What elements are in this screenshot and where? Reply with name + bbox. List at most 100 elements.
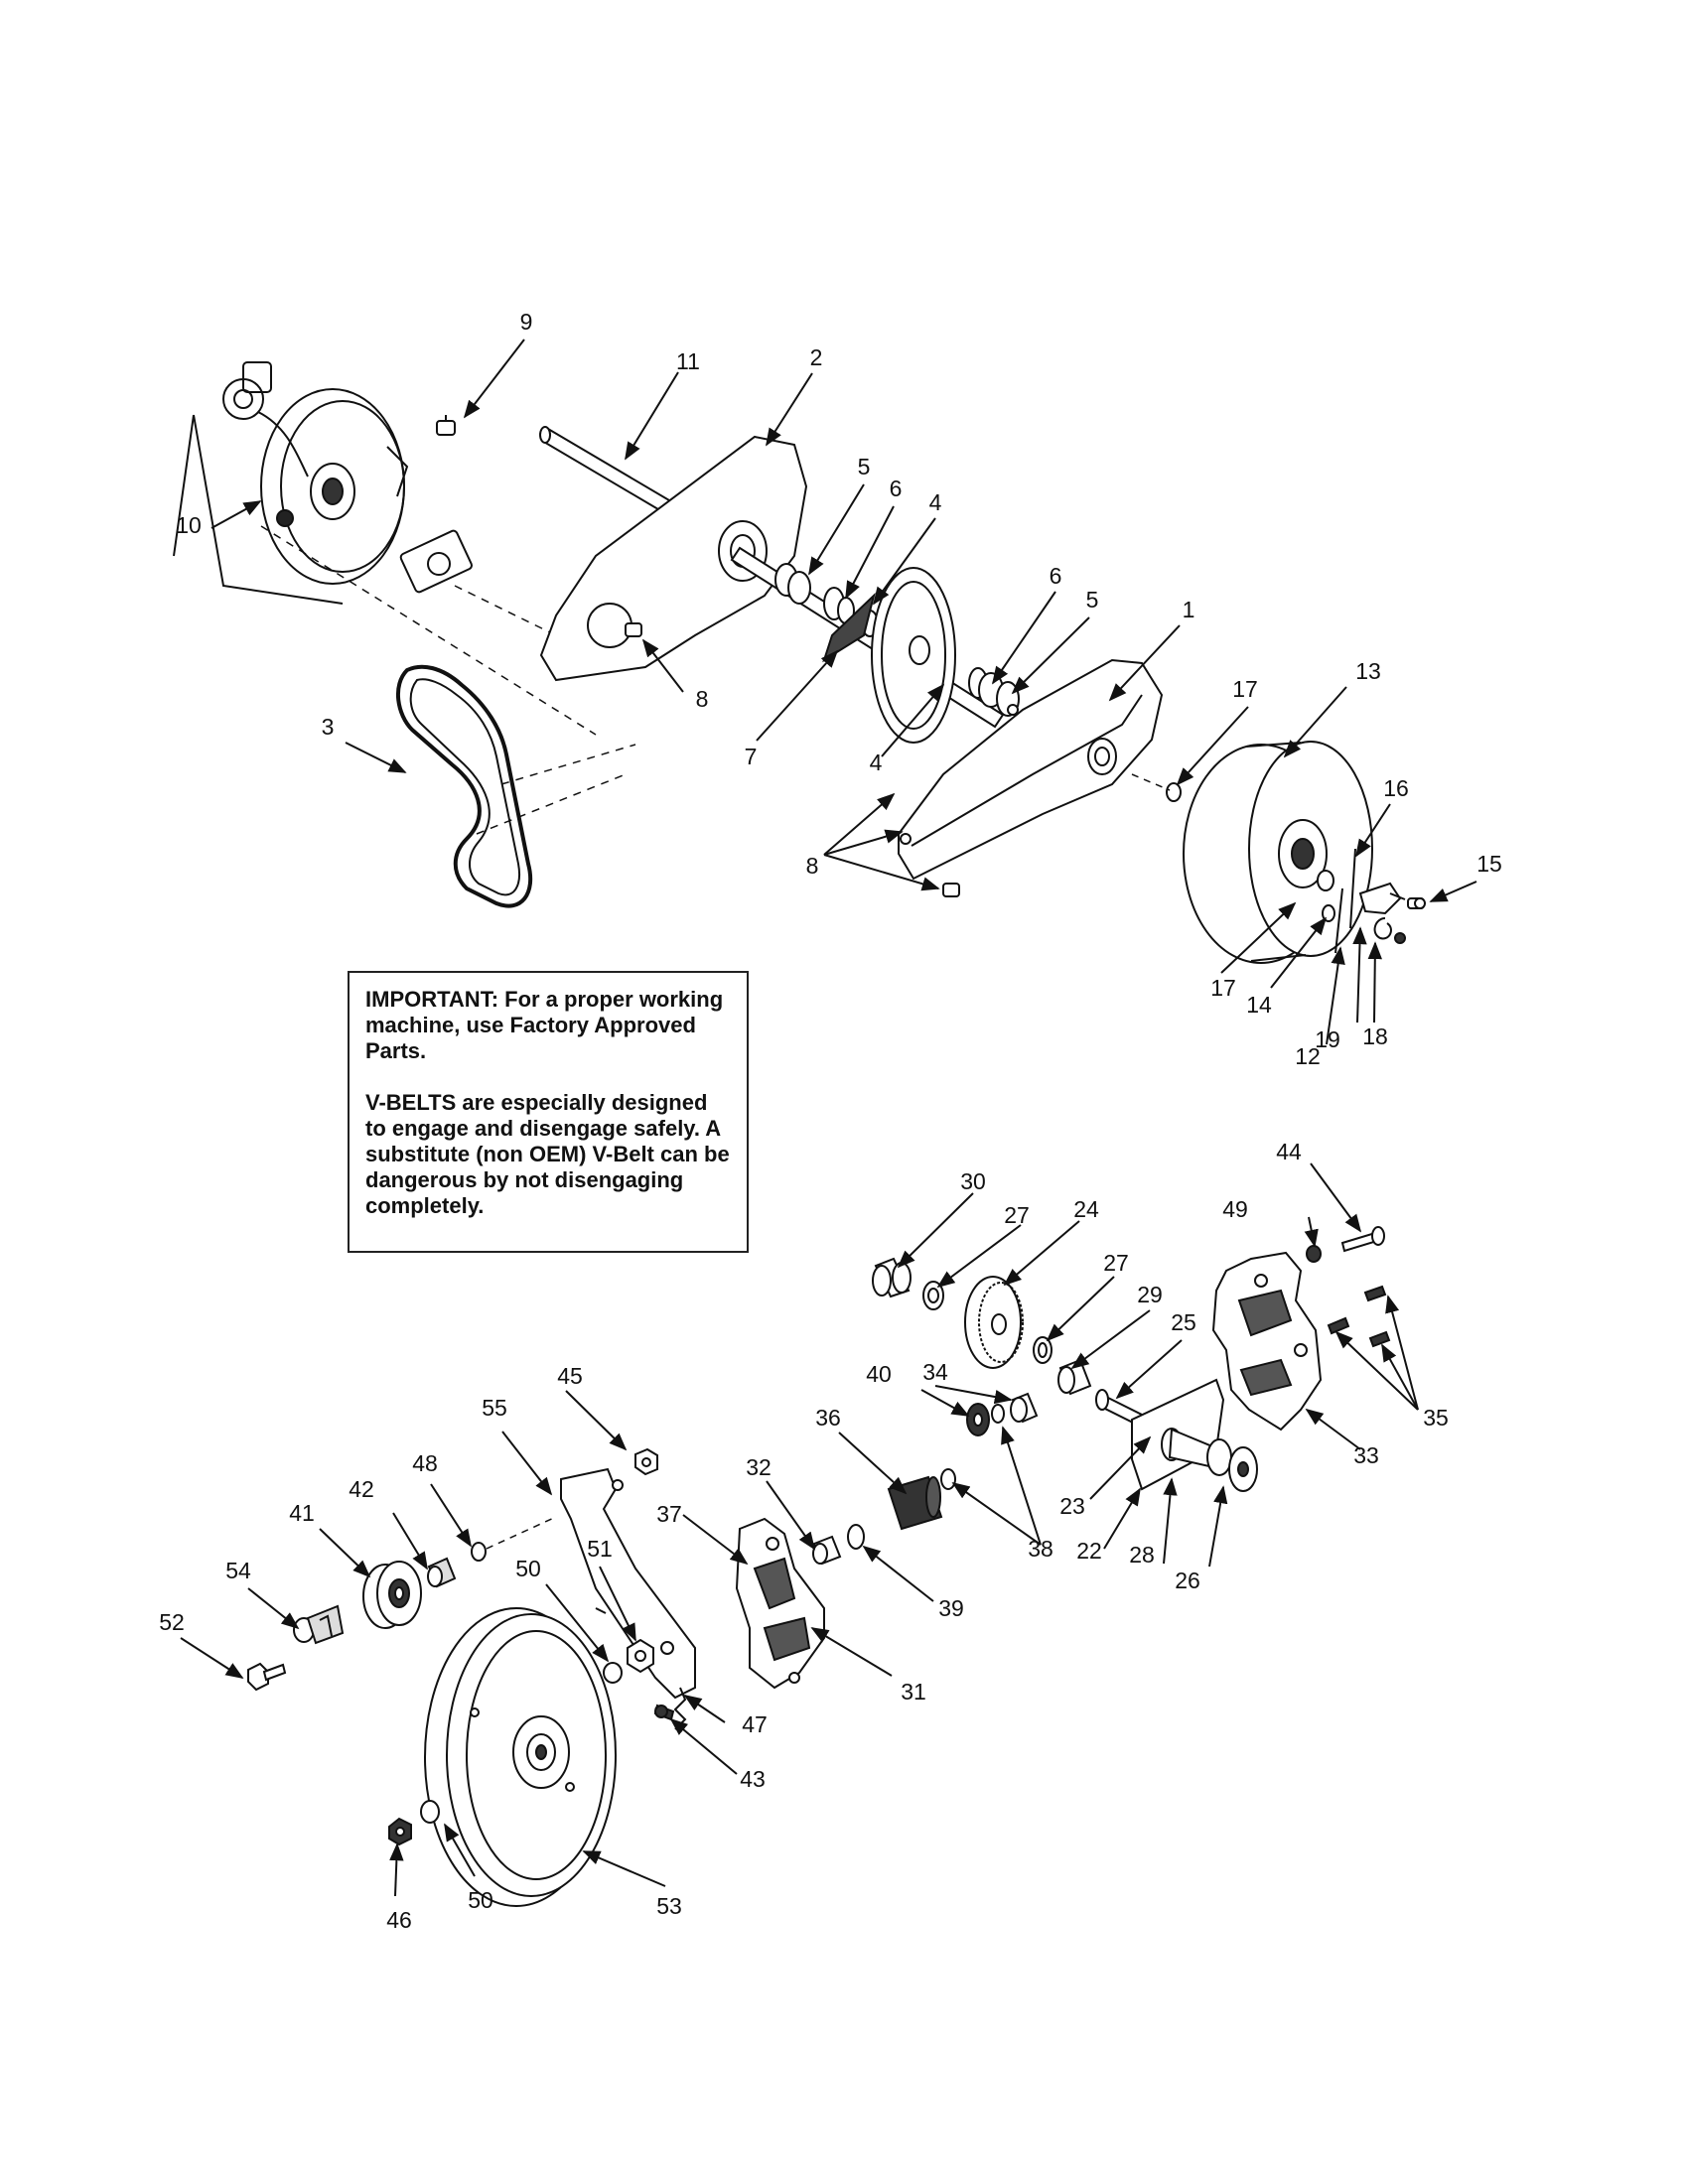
- idler-pulley: [362, 1561, 422, 1629]
- callout-51: 51: [587, 1536, 613, 1562]
- callout-49: 49: [1222, 1196, 1248, 1222]
- callout-33: 33: [1353, 1442, 1379, 1468]
- callout-47: 47: [742, 1711, 768, 1737]
- callout-23: 23: [1059, 1493, 1085, 1519]
- callout-24: 24: [1073, 1196, 1099, 1222]
- callout-8: 8: [696, 686, 709, 712]
- callout-19: 19: [1315, 1026, 1340, 1052]
- bolt-part: [436, 415, 456, 436]
- idler-lever: [560, 1467, 696, 1700]
- callout-6: 6: [1050, 563, 1062, 589]
- callout-31: 31: [901, 1679, 926, 1705]
- callout-50: 50: [468, 1887, 493, 1913]
- callout-5: 5: [858, 454, 871, 479]
- dashed-guide: [476, 773, 627, 835]
- callout-12: 12: [1295, 1043, 1321, 1069]
- bolt-part: [247, 1662, 287, 1692]
- callout-4: 4: [870, 750, 883, 775]
- callout-55: 55: [482, 1395, 507, 1421]
- callout-15: 15: [1476, 851, 1502, 877]
- callout-17: 17: [1232, 676, 1258, 702]
- callout-53: 53: [656, 1893, 682, 1919]
- gear-stack: [872, 1257, 1092, 1396]
- screw-part: [653, 1704, 675, 1721]
- callout-34: 34: [922, 1359, 948, 1385]
- callout-41: 41: [289, 1500, 315, 1526]
- callout-4: 4: [929, 489, 942, 515]
- dashed-guide: [1131, 773, 1171, 791]
- washer-part: [1166, 782, 1182, 802]
- callout-43: 43: [740, 1766, 766, 1792]
- callout-42: 42: [349, 1476, 374, 1502]
- callout-44: 44: [1276, 1139, 1302, 1164]
- frame-plate: [539, 435, 808, 682]
- wheel: [1183, 741, 1373, 964]
- important-text: IMPORTANT: For a proper working machine,…: [365, 987, 724, 1063]
- bushing-part: [427, 1557, 457, 1588]
- callout-38: 38: [1028, 1536, 1053, 1562]
- callout-6: 6: [890, 476, 903, 501]
- callout-25: 25: [1171, 1309, 1196, 1335]
- callout-26: 26: [1175, 1568, 1200, 1593]
- dashed-guide: [486, 1516, 557, 1550]
- drive-housing: [735, 1517, 825, 1690]
- callout-37: 37: [656, 1501, 682, 1527]
- callout-13: 13: [1355, 658, 1381, 684]
- callout-48: 48: [412, 1450, 438, 1476]
- dashed-guide: [260, 525, 597, 736]
- sprocket: [822, 567, 956, 744]
- pinion-stack: [940, 1392, 1039, 1490]
- washer-part: [1306, 1245, 1322, 1263]
- bushing-part: [812, 1524, 865, 1566]
- gear-housing: [1211, 1251, 1323, 1432]
- callout-32: 32: [746, 1454, 772, 1480]
- callout-27: 27: [1103, 1250, 1129, 1276]
- output-shaft-assembly: [1095, 1378, 1258, 1492]
- washer-part: [420, 1800, 440, 1824]
- callout-3: 3: [322, 714, 335, 740]
- pulley-assembly: [173, 361, 473, 605]
- nut-part: [634, 1447, 658, 1476]
- callout-2: 2: [810, 344, 823, 370]
- nut-part: [388, 1817, 412, 1846]
- callout-46: 46: [386, 1907, 412, 1933]
- screw-part: [1327, 1285, 1391, 1348]
- callout-22: 22: [1076, 1538, 1102, 1564]
- callout-36: 36: [815, 1405, 841, 1431]
- callout-16: 16: [1383, 775, 1409, 801]
- callout-5: 5: [1086, 587, 1099, 613]
- leader-lines: [180, 339, 1477, 1897]
- dashed-guide: [454, 585, 557, 636]
- callout-54: 54: [225, 1558, 251, 1583]
- important-notice: IMPORTANT: For a proper working machine,…: [348, 971, 749, 1253]
- hub-hardware: [1317, 848, 1426, 954]
- callout-8: 8: [806, 853, 819, 879]
- callout-11: 11: [676, 348, 700, 374]
- chain-case: [898, 658, 1164, 881]
- washer-part: [471, 1542, 487, 1562]
- callout-39: 39: [938, 1595, 964, 1621]
- callout-52: 52: [159, 1609, 185, 1635]
- vbelt-warning-text: V-BELTS are especially designed to engag…: [365, 1090, 730, 1218]
- washer-part: [603, 1662, 623, 1684]
- drive-pulley: [424, 1607, 617, 1907]
- callout-27: 27: [1004, 1202, 1030, 1228]
- callout-45: 45: [557, 1363, 583, 1389]
- callout-30: 30: [960, 1168, 986, 1194]
- callout-35: 35: [1423, 1405, 1449, 1431]
- callout-50: 50: [515, 1556, 541, 1581]
- callout-18: 18: [1362, 1024, 1388, 1049]
- callout-1: 1: [1183, 597, 1195, 622]
- callout-9: 9: [520, 309, 533, 335]
- bracket-part: [293, 1604, 345, 1645]
- callout-10: 10: [176, 512, 202, 538]
- callout-14: 14: [1246, 992, 1272, 1018]
- bolt-part: [1340, 1226, 1385, 1253]
- callout-29: 29: [1137, 1282, 1163, 1307]
- drive-shaft: [730, 546, 1005, 729]
- callout-7: 7: [745, 744, 758, 769]
- callout-17: 17: [1210, 975, 1236, 1001]
- callout-28: 28: [1129, 1542, 1155, 1568]
- v-belt: [395, 664, 533, 908]
